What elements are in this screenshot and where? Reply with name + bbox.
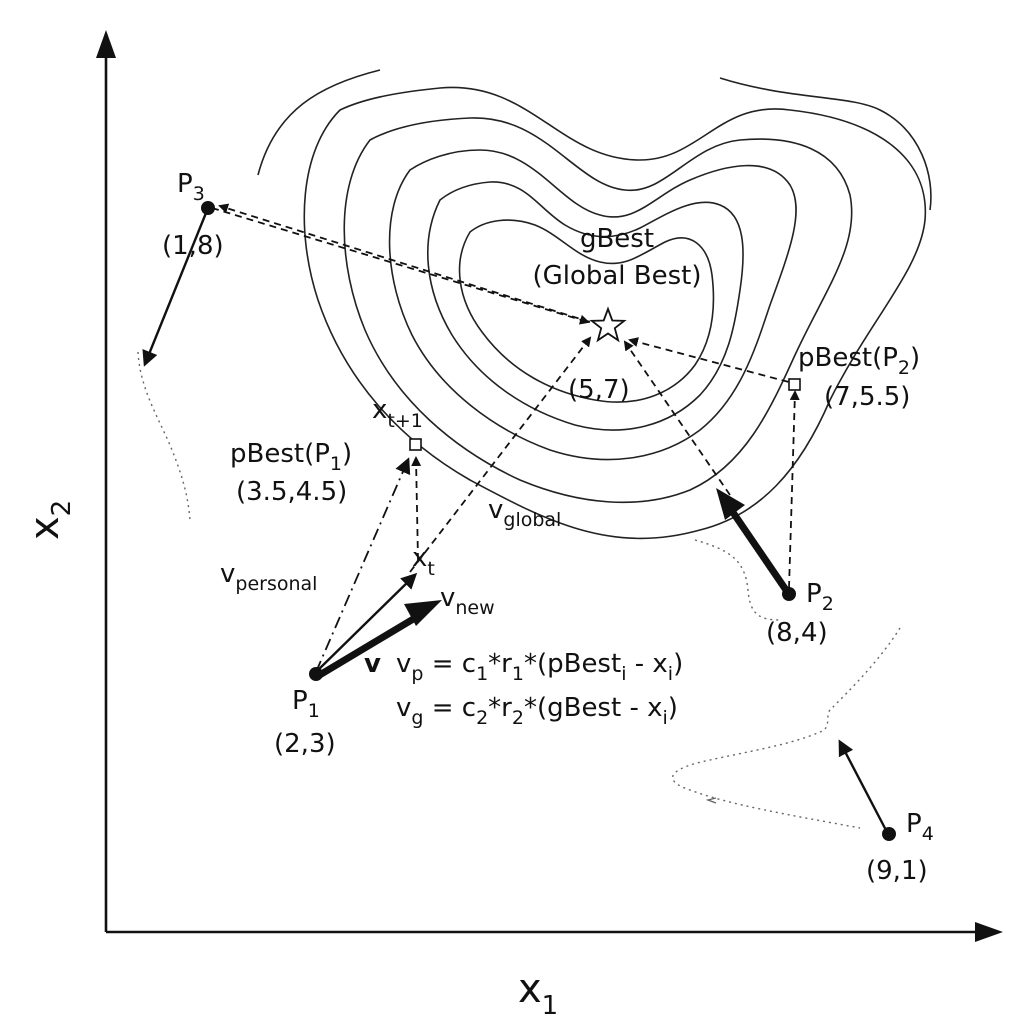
gbest-subtitle: (Global Best) <box>532 261 701 291</box>
coord-p2: (8,4) <box>766 618 828 648</box>
contour-4 <box>343 117 853 504</box>
arrow-vglobal <box>409 336 592 573</box>
contour-5 <box>303 86 927 540</box>
particle-p4-dot <box>882 827 896 841</box>
label-xt: xt <box>412 543 435 580</box>
gbest-coord: (5,7) <box>568 375 630 405</box>
objective-contours <box>257 69 932 540</box>
particle-trajectories <box>137 351 901 829</box>
contour-outer-right-arc <box>719 77 932 211</box>
velocity-arrows <box>142 207 890 835</box>
arrow-xt-to-xt1 <box>411 456 422 561</box>
contour-2 <box>427 181 744 431</box>
label-p3: P3 <box>177 169 205 205</box>
attraction-arrows <box>211 203 801 673</box>
trajectory-p3 <box>137 351 191 521</box>
label-xt1: xt+1 <box>372 395 423 432</box>
arrow-pbest2-to-gbest <box>628 337 801 386</box>
pbest1-label: pBest(P1) <box>230 439 352 475</box>
pbest1-square <box>409 438 422 451</box>
trajectory-p2 <box>694 539 781 621</box>
arrow-p4-velocity <box>838 739 890 835</box>
arrow-vnew-shaft <box>316 608 427 680</box>
y-axis-arrowhead <box>96 30 116 58</box>
axes <box>96 30 1003 942</box>
x-axis-label: x1 <box>518 966 558 1021</box>
contour-1 <box>458 219 715 403</box>
pbest2-label: pBest(P2) <box>798 343 920 379</box>
label-p2: P2 <box>806 579 834 615</box>
arrow-gbest-to-p3 <box>218 203 591 323</box>
coord-p1: (2,3) <box>274 729 336 759</box>
contour-outer-left-arc <box>257 69 381 176</box>
contour-3 <box>388 149 797 461</box>
equation-vg: vg = c2*r2*(gBest - xi) <box>396 693 678 729</box>
y-axis-label: x2 <box>22 500 77 540</box>
particle-p1-dot <box>309 667 323 681</box>
arrow-p2-to-gbest <box>623 340 731 496</box>
coord-p3: (1,8) <box>162 231 224 261</box>
equation-vp: vp = c1*r1*(pBesti - xi) <box>396 649 683 685</box>
arrow-p2-velocity-head <box>716 488 745 520</box>
label-vglobal: vglobal <box>488 495 561 531</box>
trajectory-p4 <box>671 627 901 829</box>
arrow-vnew-head <box>404 600 442 626</box>
gbest-title: gBest <box>580 224 654 254</box>
arrow-p1-to-xt <box>315 572 418 673</box>
pbest1-coord: (3.5,4.5) <box>236 477 347 507</box>
pbest2-square <box>788 378 801 391</box>
label-p4: P4 <box>906 809 934 845</box>
coord-p4: (9,1) <box>866 856 928 886</box>
arrow-p3-to-gbest <box>211 207 590 325</box>
markers <box>201 201 896 841</box>
x-axis-arrowhead <box>975 922 1003 942</box>
label-v: v <box>364 649 381 679</box>
arrow-p2-to-pbest2 <box>788 390 800 589</box>
trajectory-p4-arrow <box>705 797 717 804</box>
label-p1: P1 <box>292 686 320 722</box>
label-vpersonal: vpersonal <box>220 559 317 595</box>
label-vnew: vnew <box>440 583 495 619</box>
gbest-star-icon <box>589 306 627 343</box>
particle-p2-dot <box>782 587 796 601</box>
particle-p3-dot <box>201 201 215 215</box>
arrow-vpersonal <box>315 457 411 673</box>
pbest2-coord: (7,5.5) <box>824 382 910 412</box>
arrow-p3-velocity <box>142 207 210 367</box>
arrow-p2-velocity-shaft <box>727 506 789 592</box>
